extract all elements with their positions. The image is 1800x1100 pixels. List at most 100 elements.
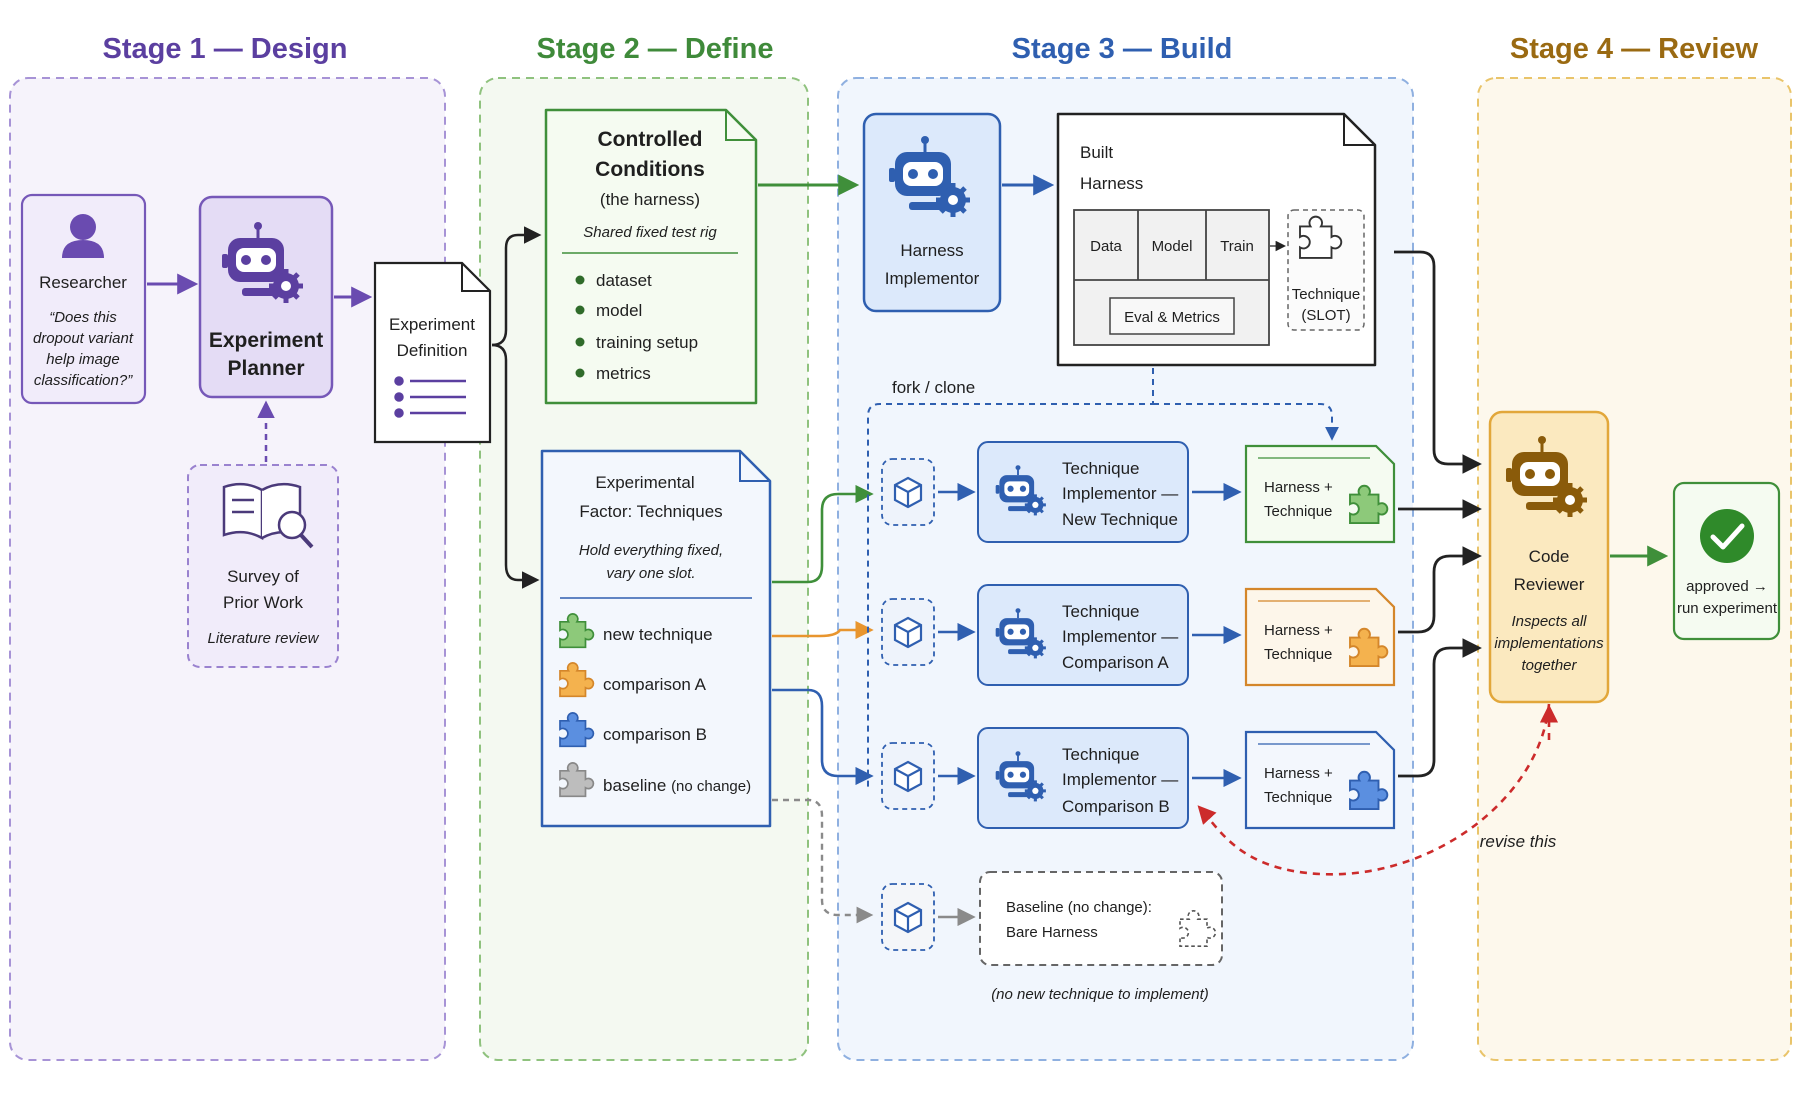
built-title-2: Harness xyxy=(1080,174,1143,193)
revise-label: revise this xyxy=(1480,832,1557,851)
implementor-a[interactable]: Technique Implementor — Comparison A xyxy=(977,584,1189,686)
result-new-1: Harness + xyxy=(1264,479,1333,496)
researcher-quote-3: help image xyxy=(46,351,119,368)
researcher-quote-1: “Does this xyxy=(49,309,117,326)
built-harness-doc[interactable]: Built Harness Data Model Train Eval & Me… xyxy=(1056,112,1377,367)
stage2-title: Stage 2 — Define xyxy=(537,33,774,65)
result-b[interactable]: Harness + Technique xyxy=(1244,730,1396,830)
controlled-title-1: Controlled xyxy=(598,128,703,151)
result-a-1: Harness + xyxy=(1264,622,1333,639)
harness-cell-train: Train xyxy=(1220,238,1254,255)
result-new[interactable]: Harness + Technique xyxy=(1244,444,1396,544)
row-new-technique: Technique Implementor — New Technique Ha… xyxy=(881,441,1396,544)
arrow-factor-baseline xyxy=(772,798,874,924)
implementor-a-line1: Technique xyxy=(1062,602,1140,621)
result-new-2: Technique xyxy=(1264,503,1332,520)
experiment-planner-node[interactable]: Experiment Planner xyxy=(198,195,334,399)
factor-item-b: comparison B xyxy=(603,725,707,744)
approved-node[interactable]: approved → run experiment xyxy=(1672,481,1781,641)
harness-implementor-label-1: Harness xyxy=(900,241,963,260)
arrow-b-reviewer xyxy=(1398,638,1482,778)
result-a-2: Technique xyxy=(1264,646,1332,663)
fork-label: fork / clone xyxy=(892,378,975,397)
factor-item-baseline: baseline (no change) xyxy=(603,776,751,795)
survey-node[interactable]: Survey of Prior Work Literature review xyxy=(187,464,339,668)
factor-note-1: Hold everything fixed, xyxy=(579,542,723,559)
planner-label-1: Experiment xyxy=(209,329,323,352)
implementor-b-line3: Comparison B xyxy=(1062,797,1170,816)
controlled-item-training: training setup xyxy=(596,333,698,352)
list-icon xyxy=(394,376,466,418)
researcher-quote-2: dropout variant xyxy=(33,330,134,347)
implementor-b[interactable]: Technique Implementor — Comparison B xyxy=(977,727,1189,829)
reviewer-label-1: Code xyxy=(1529,547,1570,566)
cube-icon xyxy=(893,616,923,649)
technique-slot xyxy=(1287,209,1365,331)
harness-implementor-node[interactable]: Harness Implementor xyxy=(862,112,1002,313)
controlled-item-model: model xyxy=(596,301,642,320)
stage3-title: Stage 3 — Build xyxy=(1012,33,1233,65)
experiment-definition-doc[interactable]: Experiment Definition xyxy=(373,261,492,444)
row-baseline: Baseline (no change): Bare Harness (no n… xyxy=(881,871,1223,1003)
implementor-new-line1: Technique xyxy=(1062,459,1140,478)
reviewer-label-2: Reviewer xyxy=(1514,575,1585,594)
cube-icon xyxy=(893,760,923,793)
factor-title-1: Experimental xyxy=(595,473,694,492)
reviewer-sub-1: Inspects all xyxy=(1511,613,1587,630)
result-b-2: Technique xyxy=(1264,789,1332,806)
factor-note-2: vary one slot. xyxy=(606,565,695,582)
harness-cell-model: Model xyxy=(1152,238,1193,255)
survey-label-2: Prior Work xyxy=(223,593,303,612)
approved-label-1: approved → xyxy=(1686,578,1768,595)
fork-line xyxy=(867,368,1154,790)
implementor-b-line2: Implementor — xyxy=(1062,770,1178,789)
stage4-panel xyxy=(1477,77,1792,1061)
book-magnifier-icon xyxy=(222,482,314,549)
arrow-a-reviewer xyxy=(1398,546,1482,634)
baseline-label-1: Baseline (no change): xyxy=(1006,899,1152,916)
harness-implementor-label-2: Implementor xyxy=(885,269,980,288)
controlled-item-dataset: dataset xyxy=(596,271,652,290)
harness-cell-data: Data xyxy=(1090,238,1122,255)
controlled-conditions-doc[interactable]: Controlled Conditions (the harness) Shar… xyxy=(544,108,758,405)
arrow-definition-controlled xyxy=(491,226,542,347)
fork-line-right xyxy=(1153,403,1339,441)
implementor-new-line3: New Technique xyxy=(1062,510,1178,529)
definition-label-1: Experiment xyxy=(389,315,475,334)
harness-cell-eval: Eval & Metrics xyxy=(1124,309,1220,326)
code-reviewer-node[interactable]: Code Reviewer Inspects all implementatio… xyxy=(1488,410,1610,704)
stage1-title: Stage 1 — Design xyxy=(103,33,348,65)
arrow-definition-factor xyxy=(491,343,540,589)
result-a[interactable]: Harness + Technique xyxy=(1244,587,1396,687)
experimental-factor-doc[interactable]: Experimental Factor: Techniques Hold eve… xyxy=(540,449,772,828)
implementor-new[interactable]: Technique Implementor — New Technique xyxy=(977,441,1189,543)
researcher-quote-4: classification?” xyxy=(34,372,133,389)
definition-label-2: Definition xyxy=(397,341,468,360)
researcher-label: Researcher xyxy=(39,273,127,292)
revise-arrow xyxy=(1197,703,1551,876)
controlled-note: Shared fixed test rig xyxy=(583,224,717,241)
factor-item-new: new technique xyxy=(603,625,713,644)
reviewer-sub-2: implementations xyxy=(1494,635,1604,652)
factor-title-2: Factor: Techniques xyxy=(579,502,722,521)
planner-label-2: Planner xyxy=(227,357,304,380)
cube-icon xyxy=(893,901,923,934)
survey-label-1: Survey of xyxy=(227,567,299,586)
survey-sub: Literature review xyxy=(208,630,320,647)
controlled-title-2: Conditions xyxy=(595,158,705,181)
baseline-label-2: Bare Harness xyxy=(1006,924,1098,941)
implementor-a-line2: Implementor — xyxy=(1062,627,1178,646)
implementor-b-line1: Technique xyxy=(1062,745,1140,764)
researcher-node[interactable]: Researcher “Does this dropout variant he… xyxy=(20,193,147,405)
cube-icon xyxy=(893,476,923,509)
stage4-title: Stage 4 — Review xyxy=(1510,33,1759,65)
arrow-built-reviewer xyxy=(1394,250,1482,474)
person-icon xyxy=(62,214,104,258)
baseline-box[interactable]: Baseline (no change): Bare Harness xyxy=(979,871,1223,966)
result-b-1: Harness + xyxy=(1264,765,1333,782)
baseline-note: (no new technique to implement) xyxy=(991,986,1209,1003)
implementor-new-line2: Implementor — xyxy=(1062,484,1178,503)
reviewer-sub-3: together xyxy=(1521,657,1577,674)
factor-item-a: comparison A xyxy=(603,675,707,694)
